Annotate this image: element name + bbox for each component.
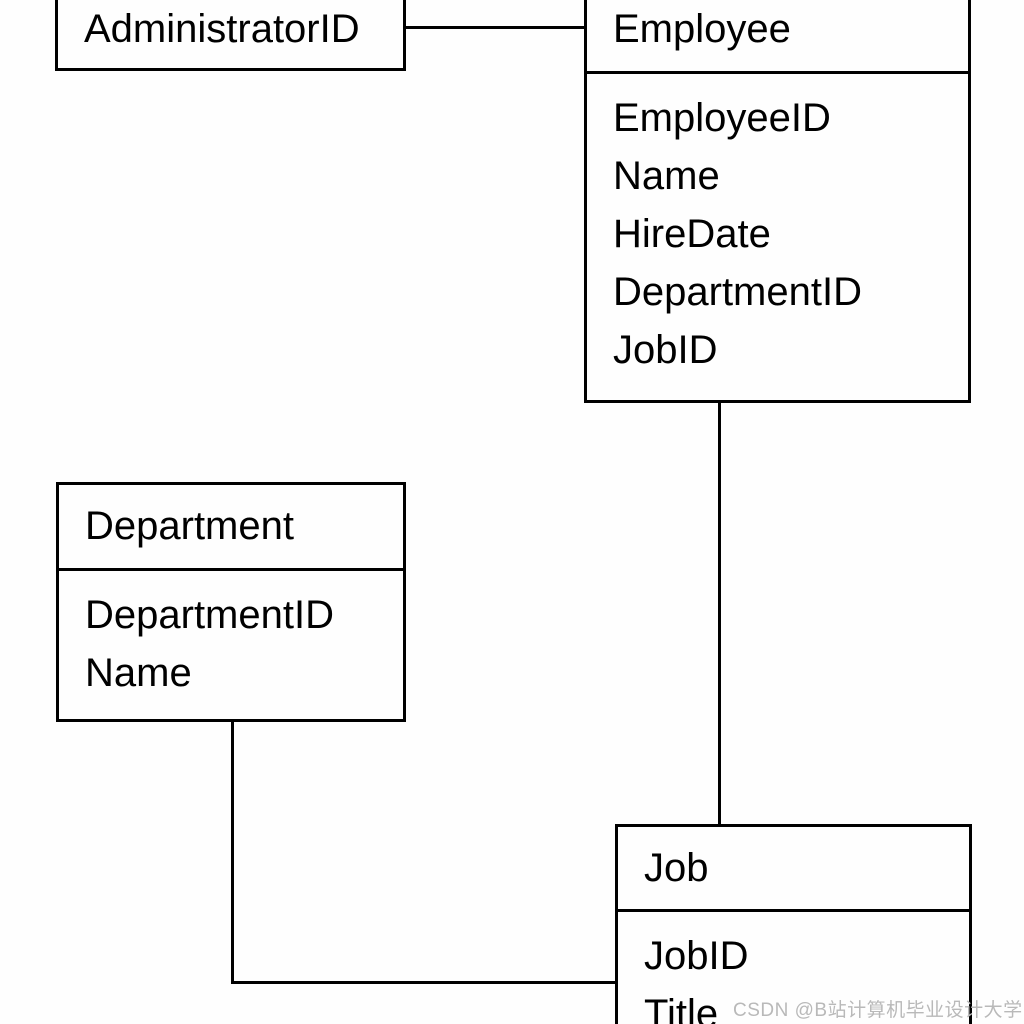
entity-employee-fields: EmployeeID Name HireDate DepartmentID Jo… [587, 74, 968, 379]
entity-job-box: Job JobID Title [615, 824, 972, 1024]
csdn-watermark: CSDN @B站计算机毕业设计大学 [733, 1000, 1023, 1021]
field-departmentid: DepartmentID [613, 270, 862, 314]
entity-administratorid-title: AdministratorID [84, 6, 360, 51]
field-departmentid: DepartmentID [85, 593, 334, 637]
entity-department-box: Department DepartmentID Name [56, 482, 406, 722]
field-jobid: JobID [613, 328, 718, 372]
relationship-line-employee-job [718, 400, 721, 827]
field-employeeid: EmployeeID [613, 96, 831, 140]
entity-department-fields: DepartmentID Name [59, 571, 403, 702]
field-hiredate: HireDate [613, 212, 771, 256]
relationship-line-department-job-vertical [231, 719, 234, 984]
field-jobid: JobID [644, 934, 749, 978]
field-name: Name [85, 651, 192, 695]
field-name: Name [613, 154, 720, 198]
entity-employee-box: Employee EmployeeID Name HireDate Depart… [584, 0, 971, 403]
entity-job-fields: JobID Title [618, 912, 969, 1024]
entity-administratorid-box: AdministratorID [55, 0, 406, 71]
entity-department-title: Department [59, 485, 403, 571]
relationship-line-administratorid-employee [405, 26, 584, 29]
entity-employee-title: Employee [587, 0, 968, 74]
relationship-line-department-job-horizontal [231, 981, 618, 984]
entity-job-title: Job [618, 827, 969, 912]
field-title: Title [644, 992, 719, 1024]
